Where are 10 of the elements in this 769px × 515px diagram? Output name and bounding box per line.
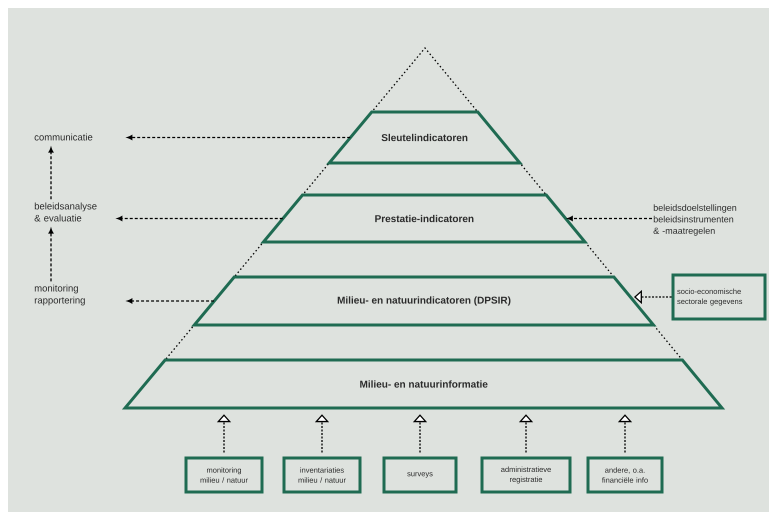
dashed-arrow [127,135,350,140]
side-label: monitoring rapportering [34,284,85,306]
side-label: beleidsdoelstellingen beleidsinstrumenten & -maatregelen [654,204,736,236]
side-label: beleidsanalyse & evaluatie [34,202,97,222]
side-label: communicatie [34,134,92,140]
dashed-arrow [48,228,54,282]
dashed-arrow [568,216,652,221]
dashed-arrow [48,147,54,200]
dashed-arrow [127,298,214,304]
dashed-arrow [117,216,283,221]
